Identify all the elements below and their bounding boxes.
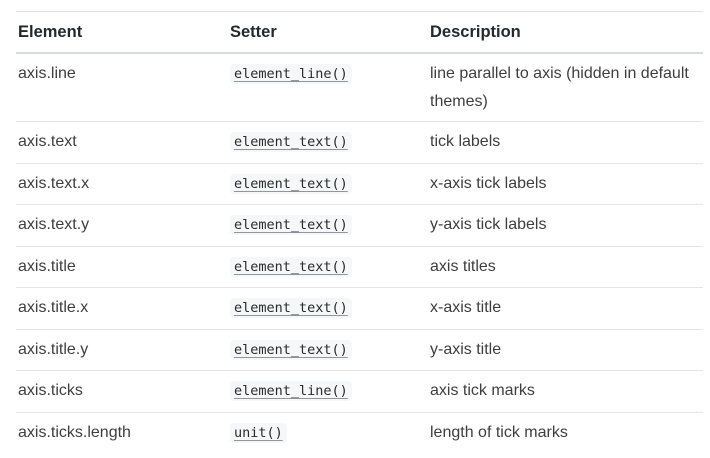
column-header-element: Element bbox=[16, 11, 228, 54]
table-row: axis.line element_line() line parallel t… bbox=[16, 53, 703, 122]
element-cell: axis.title.x bbox=[16, 287, 228, 330]
setter-cell: element_line() bbox=[228, 53, 428, 122]
element-cell: axis.title.y bbox=[16, 329, 228, 371]
table-row: axis.title.y element_text() y-axis title bbox=[16, 329, 703, 371]
description-cell: axis tick marks bbox=[428, 370, 703, 413]
setter-cell: element_text() bbox=[228, 204, 428, 247]
setter-cell: element_text() bbox=[228, 287, 428, 330]
setter-code-link[interactable]: unit() bbox=[230, 422, 287, 443]
element-cell: axis.line bbox=[16, 53, 228, 122]
setter-code-link[interactable]: element_text() bbox=[230, 339, 352, 360]
element-cell: axis.ticks.length bbox=[18, 423, 131, 441]
setter-code-link[interactable]: element_text() bbox=[230, 132, 352, 152]
element-cell: axis.text.y bbox=[16, 204, 228, 247]
description-cell: line parallel to axis (hidden in default… bbox=[428, 53, 703, 122]
setter-cell: element_line() bbox=[228, 370, 428, 413]
setter-code-link[interactable]: element_line() bbox=[230, 381, 352, 401]
setter-code-link[interactable]: element_text() bbox=[230, 215, 352, 235]
description-cell: axis titles bbox=[428, 246, 703, 288]
description-cell: x-axis title bbox=[428, 287, 703, 330]
element-cell: axis.title bbox=[16, 246, 228, 288]
setter-code-link[interactable]: element_line() bbox=[230, 64, 352, 84]
header-row: Element Setter Description bbox=[16, 11, 703, 54]
description-cell: y-axis title bbox=[428, 329, 703, 371]
setter-cell: unit() bbox=[228, 412, 428, 453]
table-row: axis.ticks.length unit() length of tick … bbox=[16, 412, 703, 453]
table-row: axis.ticks element_line() axis tick mark… bbox=[16, 370, 703, 413]
setter-cell: element_text() bbox=[228, 246, 428, 288]
description-cell: length of tick marks bbox=[430, 423, 568, 441]
description-cell: x-axis tick labels bbox=[428, 163, 703, 205]
table-row: axis.title.x element_text() x-axis title bbox=[16, 287, 703, 330]
element-cell: axis.text.x bbox=[16, 163, 228, 205]
setter-code-link[interactable]: element_text() bbox=[230, 298, 352, 318]
table-row: axis.title element_text() axis titles bbox=[16, 246, 703, 288]
setter-code-link[interactable]: element_text() bbox=[230, 256, 352, 277]
element-cell: axis.ticks bbox=[16, 370, 228, 413]
element-cell: axis.text bbox=[16, 121, 228, 164]
theme-elements-table: Element Setter Description axis.line ele… bbox=[16, 11, 703, 453]
setter-cell: element_text() bbox=[228, 121, 428, 164]
column-header-setter: Setter bbox=[228, 11, 428, 54]
table-row: axis.text element_text() tick labels bbox=[16, 121, 703, 164]
setter-cell: element_text() bbox=[228, 163, 428, 205]
description-cell: tick labels bbox=[428, 121, 703, 164]
description-cell: y-axis tick labels bbox=[428, 204, 703, 247]
setter-cell: element_text() bbox=[228, 329, 428, 371]
theme-elements-table-container: Element Setter Description axis.line ele… bbox=[16, 11, 703, 453]
table-row: axis.text.y element_text() y-axis tick l… bbox=[16, 204, 703, 247]
table-row: axis.text.x element_text() x-axis tick l… bbox=[16, 163, 703, 205]
setter-code-link[interactable]: element_text() bbox=[230, 173, 352, 194]
column-header-description: Description bbox=[428, 11, 703, 54]
